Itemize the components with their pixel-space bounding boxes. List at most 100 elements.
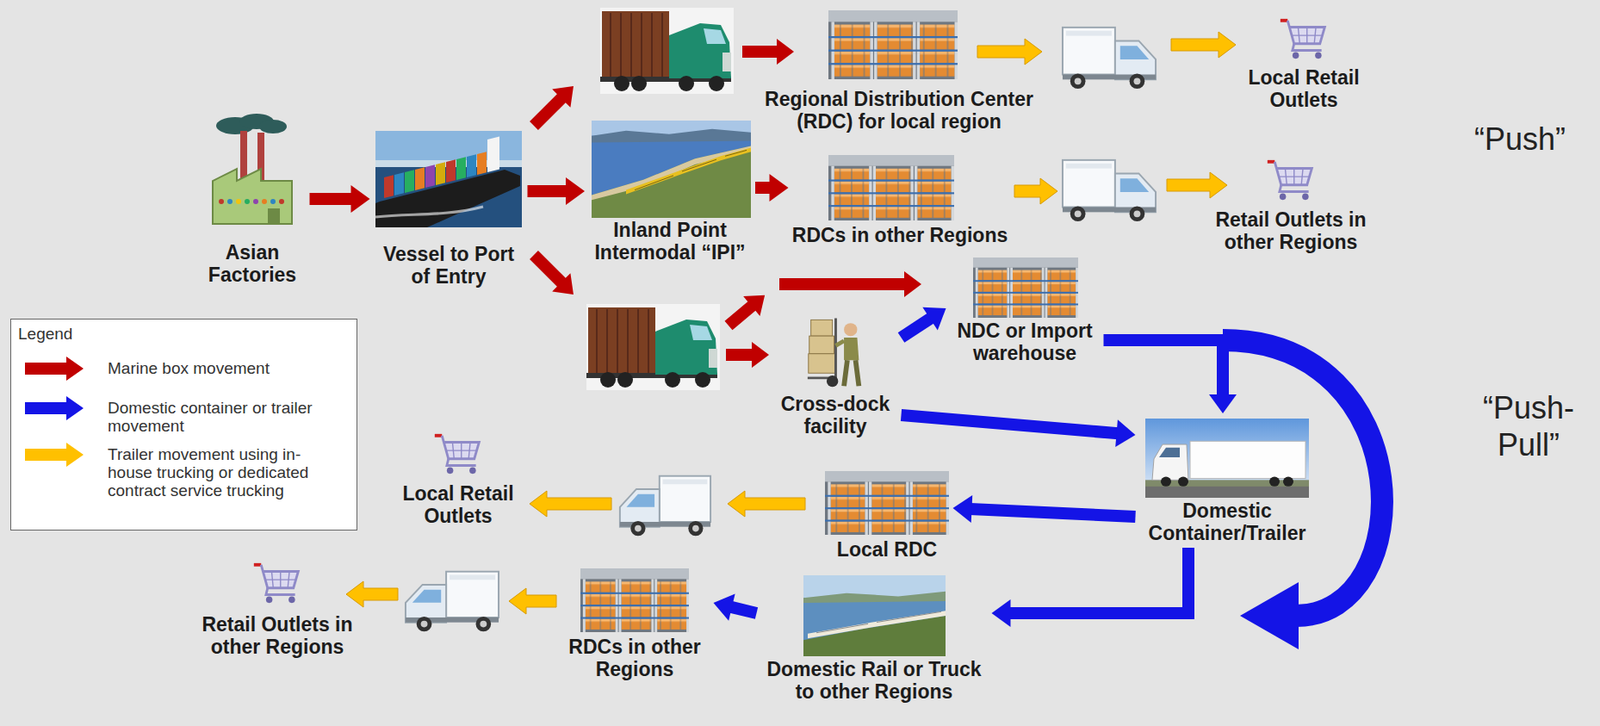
trailer-arrow xyxy=(1171,31,1236,58)
intermodal-photo xyxy=(591,120,751,218)
node-caption: Vessel to Port of Entry xyxy=(376,242,521,288)
arrow-head xyxy=(953,495,974,523)
trailer-arrow xyxy=(1014,178,1058,205)
legend-arrow xyxy=(24,396,84,421)
flow-arrow xyxy=(1103,340,1238,414)
trailer-arrows xyxy=(346,31,1236,614)
flow-arrow xyxy=(755,173,789,202)
push-label: “Push” xyxy=(1474,120,1566,158)
arrow-shaft xyxy=(1009,547,1190,614)
flow-arrow xyxy=(901,415,1136,447)
rail-node: Domestic Rail or Truck to other Regions xyxy=(756,573,993,707)
flow-arrow xyxy=(953,495,1136,523)
legend-swatch xyxy=(23,355,86,382)
node-caption: Retail Outlets in other Regions xyxy=(198,613,358,658)
container-truck-photo xyxy=(600,7,734,94)
arrow-shaft xyxy=(527,185,569,198)
arrow-head xyxy=(351,185,371,213)
truck-icon xyxy=(1062,27,1156,89)
arrow-head xyxy=(1209,394,1237,414)
arrow-head xyxy=(713,594,736,621)
trailer-arrow xyxy=(1166,172,1228,199)
factory-icon xyxy=(212,113,292,224)
cross-dock-node: Cross-dock facility xyxy=(769,310,902,441)
node-caption: Retail Outlets in other Regions xyxy=(1211,208,1371,254)
truck-icon xyxy=(620,476,711,536)
cart-icon xyxy=(1280,20,1326,59)
node-caption: Domestic Rail or Truck to other Regions xyxy=(760,657,989,703)
legend-title: Legend xyxy=(18,323,73,344)
marine-arrow xyxy=(742,38,794,65)
trailer-arrow xyxy=(727,490,806,517)
domestic-loop-arrow xyxy=(1222,340,1383,616)
flow-arrow xyxy=(992,547,1190,627)
node-caption: Local RDC xyxy=(837,538,937,561)
arrow-shaft xyxy=(755,181,772,194)
node-caption: Local Retail Outlets xyxy=(393,482,523,528)
arrow-shaft xyxy=(901,317,932,338)
retail-node: Local Retail Outlets xyxy=(1235,15,1372,115)
marine-arrow xyxy=(725,341,769,368)
cart-icon xyxy=(1267,161,1313,200)
node-caption: Local Retail Outlets xyxy=(1239,66,1369,112)
container-truck-photo xyxy=(586,303,720,391)
warehouse-photo xyxy=(828,10,958,80)
warehouse-node: NDC or Import warehouse xyxy=(946,257,1104,368)
truck-icon xyxy=(1062,160,1156,222)
cross-dock-icon xyxy=(807,318,860,388)
arrow-head xyxy=(992,599,1011,627)
arrow-shaft xyxy=(730,607,757,614)
marine-arrow xyxy=(779,271,922,298)
legend-text: Domestic container or trailer movement xyxy=(107,398,345,435)
flow-arrow xyxy=(310,185,371,213)
arrow-shaft xyxy=(1103,340,1224,397)
warehouse-photo xyxy=(828,155,955,221)
trailer-arrow xyxy=(508,588,557,614)
warehouse-photo xyxy=(580,568,689,633)
warehouse-photo xyxy=(973,257,1079,318)
legend-text: Marine box movement xyxy=(107,359,345,378)
warehouse-node: RDCs in other Regions xyxy=(556,566,714,684)
truck-icon xyxy=(405,571,499,632)
node-caption: NDC or Import warehouse xyxy=(949,319,1101,365)
rail-photo xyxy=(803,575,946,657)
warehouse-node: Regional Distribution Center (RDC) for l… xyxy=(749,8,1049,137)
node-caption: Inland Point Intermodal “IPI” xyxy=(588,218,752,264)
flow-arrow xyxy=(901,307,947,338)
node-caption: RDCs in other Regions xyxy=(559,635,711,681)
port-node: Vessel to Port of Entry xyxy=(370,130,528,292)
node-caption: Cross-dock facility xyxy=(773,392,899,438)
marine-arrow xyxy=(524,245,583,304)
node-caption: Regional Distribution Center (RDC) for l… xyxy=(752,87,1046,133)
flow-arrow xyxy=(713,594,757,621)
retail-node: Retail Outlets in other Regions xyxy=(194,558,361,662)
intermodal-node: Inland Point Intermodal “IPI” xyxy=(584,120,756,267)
legend-swatch xyxy=(23,395,86,422)
warehouse-photo xyxy=(824,471,949,535)
arrow-head xyxy=(565,177,585,205)
warehouse-node: RDCs in other Regions xyxy=(788,153,1012,250)
legend-swatch xyxy=(23,441,86,468)
cart-icon xyxy=(254,564,299,603)
legend-arrow xyxy=(24,442,84,467)
trailer-arrow xyxy=(346,581,398,608)
trailer-node: Domestic Container/Trailer xyxy=(1135,413,1320,548)
domestic-loop-head xyxy=(1240,582,1299,650)
warehouse-node: Local RDC xyxy=(821,469,954,565)
retail-node: Retail Outlets in other Regions xyxy=(1208,156,1375,257)
node-caption: Domestic Container/Trailer xyxy=(1139,499,1316,545)
retail-node: Local Retail Outlets xyxy=(390,428,527,531)
flow-arrow xyxy=(527,177,586,205)
arrow-shaft xyxy=(969,508,1135,517)
vessel-photo xyxy=(375,130,522,228)
trailer-photo xyxy=(1145,418,1309,498)
marine-arrow xyxy=(719,285,773,335)
marine-arrow xyxy=(524,76,583,135)
node-caption: Asian Factories xyxy=(198,241,307,286)
arrow-shaft xyxy=(310,192,354,205)
factory-node: Asian Factories xyxy=(195,111,311,290)
cart-icon xyxy=(434,435,480,474)
arrow-shaft xyxy=(901,415,1119,434)
trailer-arrow xyxy=(529,490,612,517)
